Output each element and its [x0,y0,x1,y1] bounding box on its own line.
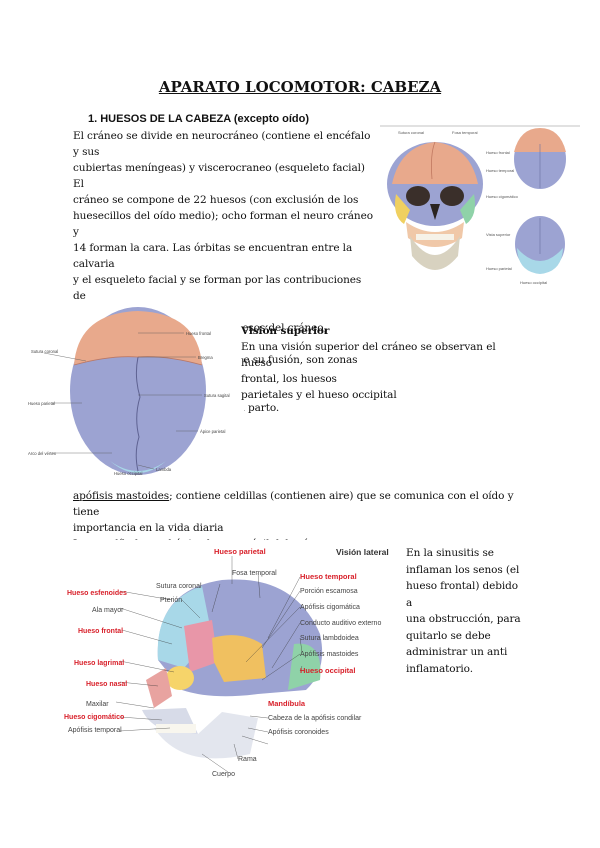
fig3-label: Pterión [160,597,182,604]
fig1-label: Vista superior [486,232,511,237]
skull-lateral-figure: Visión lateral Hueso parietal Sutu [62,540,400,782]
occipital-bone [288,643,321,690]
page-title: APARATO LOCOMOTOR: CABEZA [158,78,442,96]
fig3-label: Cabeza de la apófisis condilar [268,715,362,722]
fig3-label: Sutura coronal [156,583,202,590]
text-line: En la sinusitis se [406,547,494,559]
fig1-label: Hueso occipital [520,280,547,285]
fig3-label: Hueso cigomático [64,714,124,721]
fig2-label: Hueso frontal [186,331,211,336]
fig3-label: Apófisis cigomática [300,604,360,611]
fig3-label: Cuerpo [212,771,235,778]
skull-superior-figure: Hueso frontal Bregma Sutura coronal Sutu… [26,305,244,477]
fig2-label: Hueso occipital [114,471,142,476]
text-line: El cráneo se divide en neurocráneo (cont… [73,130,371,158]
fig3-label: Sutura lambdoidea [300,635,359,642]
fig2-label: Hueso parietal [28,401,55,406]
skull-anterior-figure: Sutura coronal Fosa temporal Hueso front… [380,124,580,290]
text-line: y el esqueleto facial y se forman por la… [73,274,362,302]
fig3-label: Rama [238,756,257,763]
fig3-label: Mandíbula [268,699,306,708]
fig3-label: Hueso lagrimal [74,660,124,667]
mastoid-desc: ; contiene celdillas (contienen aire) qu… [73,490,514,518]
vision-superior-heading: Visión superior [241,325,330,337]
fig3-label: Conducto auditivo externo [300,620,381,627]
fig1-label: Hueso temporal [486,168,514,173]
fig3-label: Hueso temporal [300,572,357,581]
fig2-label: Lambda [156,467,172,472]
text-line: hueso frontal) debido a [406,580,519,609]
mastoid-term: apófisis mastoides [73,490,170,502]
text-line: inflamatorio. [406,662,473,675]
text-line: frontal, los huesos [241,373,337,385]
text-line: una obstrucción, para [406,613,521,625]
frontal-region [392,142,478,184]
fig1-label: Hueso cigomático [486,194,519,199]
text-line: importancia en la vida diaria [73,522,224,534]
text-line: huesecillos del oído medio); ocho forman… [73,210,373,238]
fig3-label: Hueso parietal [214,547,266,556]
fig3-label: Ala mayor [92,607,124,614]
fig3-label: Maxilar [86,701,109,708]
zygomatic-bone [166,666,194,690]
fig2-label: Sutura coronal [31,349,58,354]
text-line: inflaman los senos (el [406,563,520,576]
fig1-label: Hueso parietal [486,266,512,271]
section-heading: 1. HUESOS DE LA CABEZA (excepto oído) [88,113,310,125]
text-line: cráneo se compone de 22 huesos (con excl… [73,194,359,206]
fig2-label: Sutura sagital [204,393,230,398]
occipital-bone [110,461,166,473]
fig3-label: Hueso nasal [86,681,127,688]
fig3-label: Hueso frontal [78,628,123,635]
fig3-label: Apófisis mastoides [300,651,359,658]
vision-superior-block: Visión superior En una visión superior d… [241,323,521,403]
fig3-label: Fosa temporal [232,570,277,577]
fig3-label: Hueso occipital [300,666,355,675]
fig3-label: Apófisis temporal [68,727,122,734]
text-line: parietales y el hueso occipital [241,389,397,401]
fig2-label: Bregma [198,355,213,360]
text-line: quitarlo se debe [406,629,491,642]
fig3-label: Hueso esfenoides [67,590,127,597]
fig2-label: Ápice parietal [200,429,225,434]
text-line: En una visión superior del cráneo se obs… [241,341,496,369]
fig1-label: Sutura coronal [398,130,424,135]
fig2-label: Arco del vértex [28,451,57,456]
text-line: cubiertas meníngeas) y viscerocraneo (es… [73,162,365,190]
mandible [154,712,258,759]
text-line: apófisis mastoides; contiene celdillas (… [73,488,533,520]
frontal-bone [74,311,202,365]
text-line: administrar un anti [406,646,508,658]
fig3-label: Apófisis coronoides [268,729,329,736]
fig1-label: Hueso frontal [486,150,510,155]
sphenoid-bone [184,620,218,672]
temporal-bone [212,635,266,682]
fig3-label: Porción escamosa [300,588,358,595]
sinusitis-paragraph: En la sinusitis se inflaman los senos (e… [406,545,526,677]
lateral-heading: Visión lateral [336,547,389,557]
fig1-label: Fosa temporal [452,130,478,135]
text-line: 14 forman la cara. Las órbitas se encuen… [73,242,353,270]
